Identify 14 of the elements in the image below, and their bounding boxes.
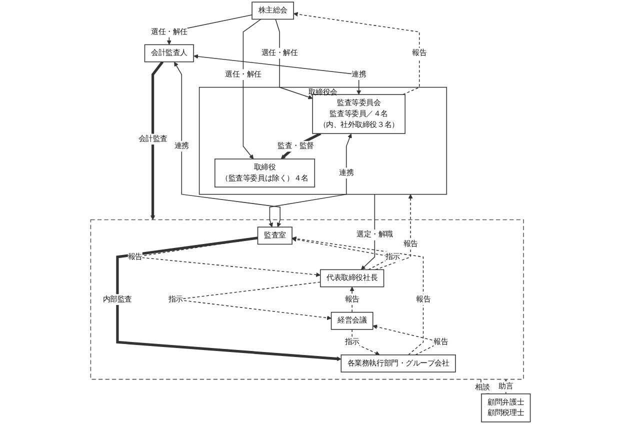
arrow: [116, 236, 342, 362]
arrow: [352, 329, 380, 356]
arrow: [174, 62, 282, 228]
arrow: [275, 18, 313, 100]
arrow: [375, 194, 413, 270]
arrow: [504, 379, 508, 394]
arrow: [194, 54, 362, 95]
arrow: [150, 61, 164, 220]
arrow: [293, 12, 420, 95]
arrow: [268, 134, 352, 228]
cluster: [90, 219, 524, 380]
arrow: [292, 236, 424, 356]
arrow: [350, 286, 354, 313]
arrow: [242, 18, 262, 160]
